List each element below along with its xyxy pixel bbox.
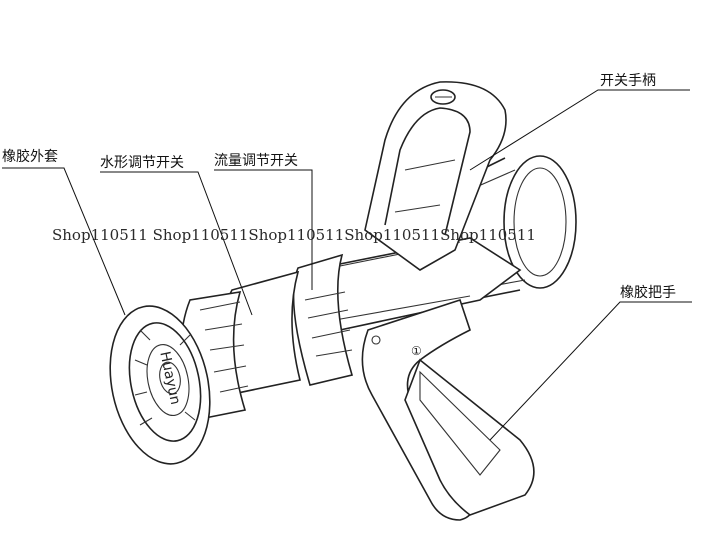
grip-mark: ① — [411, 344, 422, 358]
label-flow-switch: 流量调节开关 — [214, 153, 298, 169]
front-nozzle — [109, 305, 211, 465]
label-rubber-grip: 橡胶把手 — [620, 285, 676, 301]
label-rubber-sleeve: 橡胶外套 — [2, 149, 58, 165]
label-switch-handle: 开关手柄 — [600, 73, 656, 89]
watermark-text: Shop110511 Shop110511Shop110511Shop11051… — [52, 226, 536, 244]
label-water-shape-switch: 水形调节开关 — [100, 155, 184, 171]
grip-part — [361, 298, 535, 521]
